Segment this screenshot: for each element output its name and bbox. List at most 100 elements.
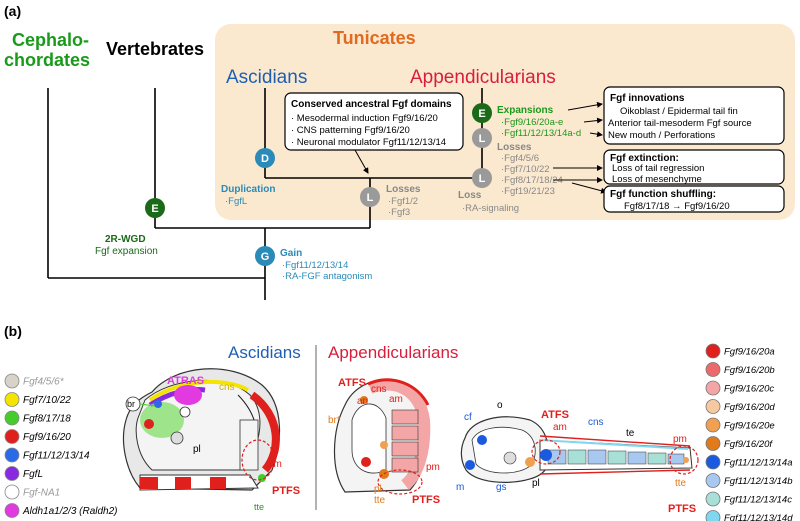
left-legend-swatch — [5, 485, 19, 499]
app1-orange-dot — [379, 469, 389, 479]
right-legend-swatch — [706, 455, 720, 469]
app2-o-label: o — [497, 400, 503, 411]
losses-app-item-4: ·Fgf19/21/23 — [501, 186, 555, 197]
panel-b-appendicularians-title: Appendicularians — [328, 343, 458, 362]
left-legend: Fgf4/5/6*Fgf7/10/22Fgf8/17/18Fgf9/16/20F… — [5, 374, 118, 518]
app1-red-dot — [361, 457, 371, 467]
extinction-1: Loss of tail regression — [612, 163, 704, 174]
app1-segment-2 — [392, 426, 418, 440]
left-legend-swatch — [5, 411, 19, 425]
conserved-line-1: · Mesodermal induction Fgf9/16/20 — [291, 113, 438, 124]
right-legend-label: Fgf11/12/13/14c — [724, 495, 792, 506]
duplication-title: Duplication — [221, 184, 275, 195]
appendicularians-label: Appendicularians — [410, 67, 556, 88]
losses-tunicate-item-1: ·Fgf1/2 — [388, 196, 418, 207]
right-legend-swatch — [706, 474, 720, 488]
losses-app-title: Losses — [497, 142, 532, 153]
app2-trunk-inner — [472, 427, 535, 473]
right-legend-swatch — [706, 437, 720, 451]
conserved-line-3: · Neuronal modulator Fgf11/12/13/14 — [291, 137, 446, 148]
left-legend-swatch — [5, 504, 19, 518]
app2-tte-label: tte — [675, 478, 687, 489]
ascidian-tail-red-2 — [175, 477, 191, 489]
ascidian-red-dot — [144, 419, 154, 429]
ascidians-label: Ascidians — [226, 67, 307, 88]
right-legend-swatch — [706, 511, 720, 521]
app2-cf-label: cf — [464, 412, 472, 423]
app1-segment-3 — [392, 442, 418, 456]
losses-tunicate-title: Losses — [386, 184, 421, 195]
extinction-2: Loss of mesenchyme — [612, 174, 702, 185]
ascidian-tte-label: tte — [254, 502, 264, 512]
left-legend-label: Aldh1a1/2/3 (Raldh2) — [22, 506, 118, 517]
left-legend-swatch — [5, 467, 19, 481]
right-legend-swatch — [706, 418, 720, 432]
vertebrates-label: Vertebrates — [106, 39, 204, 59]
cephalochordates-label-line1: Cephalo- — [12, 30, 89, 50]
loss-ra-title: Loss — [458, 190, 482, 201]
ascidian-notochord-block — [240, 420, 258, 470]
right-legend-label: Fgf9/16/20b — [724, 365, 775, 376]
conserved-line-2: · CNS patterning Fgf9/16/20 — [291, 125, 410, 136]
expansions-item-1: ·Fgf9/16/20a-e — [501, 117, 563, 128]
ascidian-br-label: br — [127, 399, 135, 409]
expansions-letter: E — [478, 108, 485, 120]
app1-br-label: br* — [328, 415, 341, 426]
left-legend-label: Fgf11/12/13/14 — [23, 451, 90, 462]
left-legend-label: Fgf-NA1 — [23, 488, 60, 499]
app1-orange-dot-3 — [380, 441, 388, 449]
losses-tunicate-item-2: ·Fgf3 — [388, 207, 410, 218]
right-legend-label: Fgf9/16/20f — [724, 439, 773, 450]
left-legend-label: Fgf4/5/6* — [23, 377, 65, 388]
appendicularian-embryo — [334, 380, 428, 494]
app1-tte-label: tte — [374, 495, 386, 506]
app1-an-label: an — [357, 396, 368, 407]
expansions-item-2: ·Fgf11/12/13/14a-d — [501, 128, 581, 139]
cephalochordates-label-line2: chordates — [4, 50, 90, 70]
gain-node-letter: G — [261, 251, 270, 263]
app2-gs-label: gs — [496, 482, 507, 493]
wgd-node-letter: E — [151, 203, 158, 215]
app1-pm-label: pm — [426, 462, 440, 473]
app2-pl-dot — [525, 457, 535, 467]
ascidian-atras-label: ATRAS — [167, 375, 204, 387]
app2-m-dot — [465, 460, 475, 470]
ascidian-magenta-region — [174, 385, 202, 405]
gain-title: Gain — [280, 248, 302, 259]
losses-app-item-1: ·Fgf4/5/6 — [501, 153, 539, 164]
losses-app-item-2: ·Fgf7/10/22 — [501, 164, 550, 175]
ascidian-white-dot — [180, 407, 190, 417]
app1-cns-label: cns — [371, 384, 387, 395]
app2-atfs-label: ATFS — [541, 409, 569, 421]
duplication-node-letter: D — [261, 153, 269, 165]
left-legend-swatch — [5, 374, 19, 388]
right-legend-label: Fgf11/12/13/14d — [724, 513, 793, 521]
shuffling-text: Fgf8/17/18 → Fgf9/16/20 — [624, 201, 730, 212]
left-legend-swatch — [5, 448, 19, 462]
right-legend-label: Fgf9/16/20a — [724, 347, 775, 358]
ascidian-cns-label: cns — [219, 382, 235, 393]
app2-seg-6 — [648, 453, 666, 464]
right-legend-swatch — [706, 363, 720, 377]
panel-b-label: (b) — [4, 323, 22, 339]
app2-te-label: te — [626, 428, 635, 439]
left-legend-label: Fgf9/16/20 — [23, 432, 71, 443]
app1-segment-1 — [392, 410, 418, 424]
app2-m-label: m — [456, 482, 464, 493]
gain-item-2: ·RA-FGF antagonism — [282, 271, 372, 282]
left-legend-label: Fgf8/17/18 — [23, 414, 71, 425]
right-legend: Fgf9/16/20aFgf9/16/20bFgf9/16/20cFgf9/16… — [706, 344, 793, 521]
right-legend-swatch — [706, 400, 720, 414]
ascidian-pl-label: pl — [193, 444, 201, 455]
innovations-title: Fgf innovations — [610, 93, 685, 104]
innovation-2: Anterior tail-mesoderm Fgf source — [608, 118, 752, 129]
ascidian-pm-label: pm — [268, 459, 282, 470]
app2-seg-3 — [588, 450, 606, 464]
app1-pl-label: pl — [374, 484, 382, 495]
right-legend-swatch — [706, 344, 720, 358]
tunicates-label: Tunicates — [333, 28, 416, 48]
app2-seg-4 — [608, 451, 626, 464]
innovation-1: Oikoblast / Epidermal tail fin — [620, 106, 738, 117]
right-legend-label: Fgf11/12/13/14b — [724, 476, 793, 487]
app2-cf-dot — [477, 435, 487, 445]
